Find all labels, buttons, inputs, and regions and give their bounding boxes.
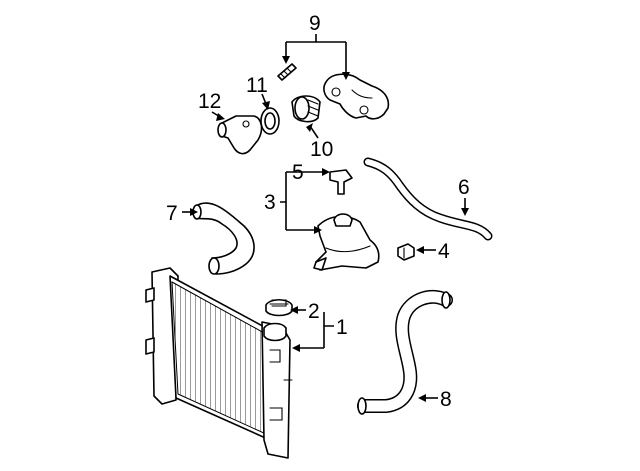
bolt	[397, 243, 415, 261]
coolant-reservoir	[313, 213, 380, 271]
callout-labels: 9 11 12 10 5 3 6 7 4 2 1 8	[166, 12, 470, 411]
overflow-hose	[363, 157, 493, 241]
gasket	[260, 107, 280, 135]
leader-lines	[182, 34, 469, 402]
callout-6: 6	[458, 176, 470, 199]
water-outlet-housing	[323, 73, 390, 120]
callout-5: 5	[292, 161, 304, 184]
stud	[277, 63, 297, 81]
callout-9: 9	[309, 12, 321, 35]
callout-1: 1	[336, 316, 348, 339]
callout-12: 12	[198, 90, 221, 113]
callout-4: 4	[438, 240, 450, 263]
water-inlet	[217, 115, 263, 155]
lower-radiator-hose	[357, 289, 453, 415]
radiator-cap	[265, 298, 293, 317]
radiator	[145, 267, 293, 459]
thermostat	[291, 95, 321, 123]
callout-10: 10	[310, 138, 333, 161]
reservoir-cap	[329, 169, 353, 195]
upper-radiator-hose	[192, 202, 255, 275]
callout-7: 7	[166, 202, 178, 225]
callout-3: 3	[264, 191, 276, 214]
callout-2: 2	[308, 300, 320, 323]
callout-8: 8	[440, 388, 452, 411]
callout-11: 11	[246, 74, 268, 97]
